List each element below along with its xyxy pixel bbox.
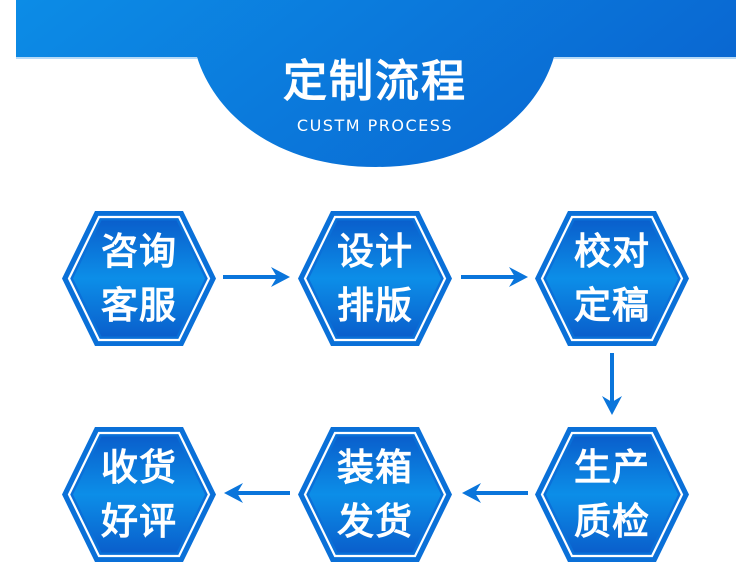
step-label-line2: 发货 [337,499,413,543]
step-label-line2: 定稿 [574,283,650,327]
banner-shape [16,0,736,167]
banner-underline [16,57,197,59]
step-label-line2: 质检 [574,499,650,543]
step-label-line1: 收货 [101,445,177,489]
step-node-design: 设计 排版 [297,210,453,347]
step-label-line2: 客服 [101,283,177,327]
step-node-consult: 咨询 客服 [61,210,217,347]
step-node-shipping: 装箱 发货 [297,426,453,563]
step-node-production: 生产 质检 [534,426,690,563]
banner-underline [554,57,736,59]
step-label-line2: 好评 [101,499,177,543]
step-label-line1: 生产 [574,445,650,489]
step-label-line1: 校对 [574,229,650,273]
page-title: 定制流程 [283,56,467,107]
step-label-line1: 装箱 [337,445,413,489]
step-label-line1: 设计 [337,229,413,273]
step-label-line2: 排版 [337,283,413,327]
step-node-review: 收货 好评 [61,426,217,563]
page-subtitle: CUSTM PROCESS [296,116,454,135]
step-node-proofread: 校对 定稿 [534,210,690,347]
step-label-line1: 咨询 [101,229,177,273]
